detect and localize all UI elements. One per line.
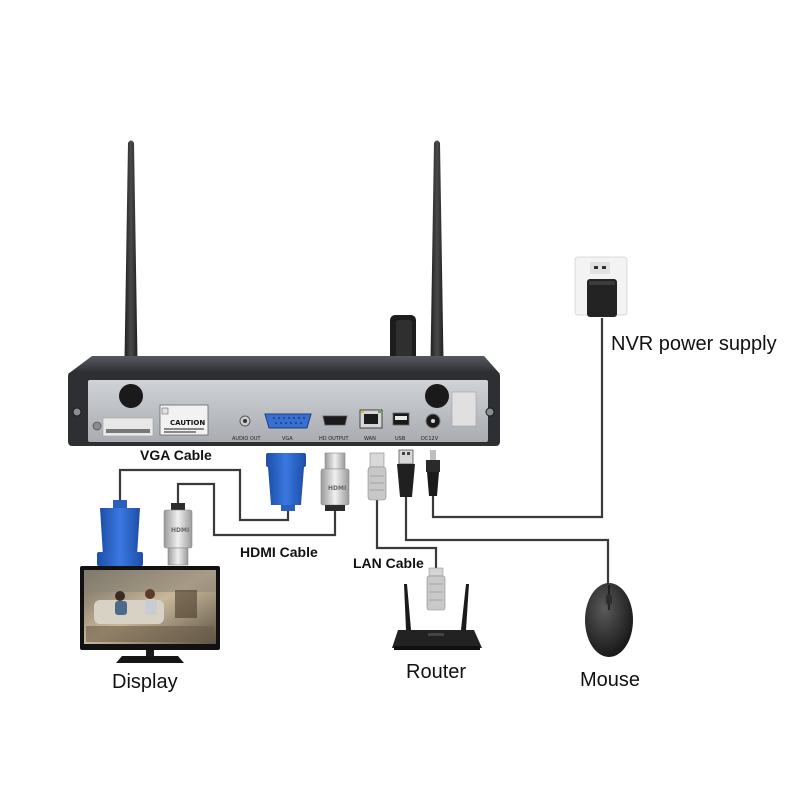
hdmi-cable-label: HDMI Cable	[240, 544, 318, 560]
usb-connector-icon	[397, 449, 415, 497]
router-label: Router	[406, 661, 466, 683]
hdmi-port: HD OUTPUT	[319, 415, 350, 442]
vga-connector-icon	[97, 500, 143, 566]
audio-out-port: AUDIO OUT	[232, 415, 262, 442]
cables	[118, 318, 610, 585]
wan-label: WAN	[364, 436, 376, 442]
dc-power-plug-icon	[426, 450, 440, 496]
lan-cable-label: LAN Cable	[353, 555, 424, 571]
hdmi-plug-text: HDMI	[328, 485, 346, 492]
usb-label: USB	[395, 436, 406, 442]
side-sticker	[451, 391, 477, 427]
vga-connector-icon	[266, 453, 306, 511]
mouse-label: Mouse	[580, 669, 640, 691]
power-adapter-icon	[587, 279, 617, 317]
mouse-cable-line	[404, 497, 610, 585]
vga-cable-label: VGA Cable	[140, 447, 212, 463]
hdmi-connector-icon: HDMI	[163, 503, 193, 566]
wan-port: WAN	[359, 409, 383, 442]
power-supply-label: NVR power supply	[611, 333, 777, 355]
hd-output-label: HD OUTPUT	[319, 436, 350, 442]
usb-port: USB	[392, 412, 410, 442]
hdmi-plug-text: HDMI	[171, 527, 189, 534]
vga-port: VGA	[264, 413, 312, 442]
hdmi-cable-line	[176, 482, 337, 537]
mouse-icon	[585, 583, 633, 657]
nvr-device: CAUTION AUDIO OUT VGA HD OUTPUT	[68, 356, 500, 446]
power-cable-line	[431, 318, 604, 519]
vga-port-label: VGA	[282, 436, 293, 442]
audio-out-label: AUDIO OUT	[232, 436, 262, 442]
router-icon	[392, 567, 482, 650]
serial-sticker	[102, 417, 154, 437]
caution-label: CAUTION	[170, 419, 205, 427]
hdmi-connector-icon: HDMI	[320, 452, 350, 511]
dc12v-port: DC12V	[421, 413, 441, 442]
display-label: Display	[112, 671, 178, 693]
lan-cable-line	[375, 500, 438, 575]
vga-cable-line	[118, 468, 290, 522]
rj45-connector-icon	[367, 452, 387, 501]
display-monitor-icon	[80, 566, 220, 663]
caution-sticker: CAUTION	[159, 404, 209, 436]
dc12v-label: DC12V	[421, 436, 439, 442]
